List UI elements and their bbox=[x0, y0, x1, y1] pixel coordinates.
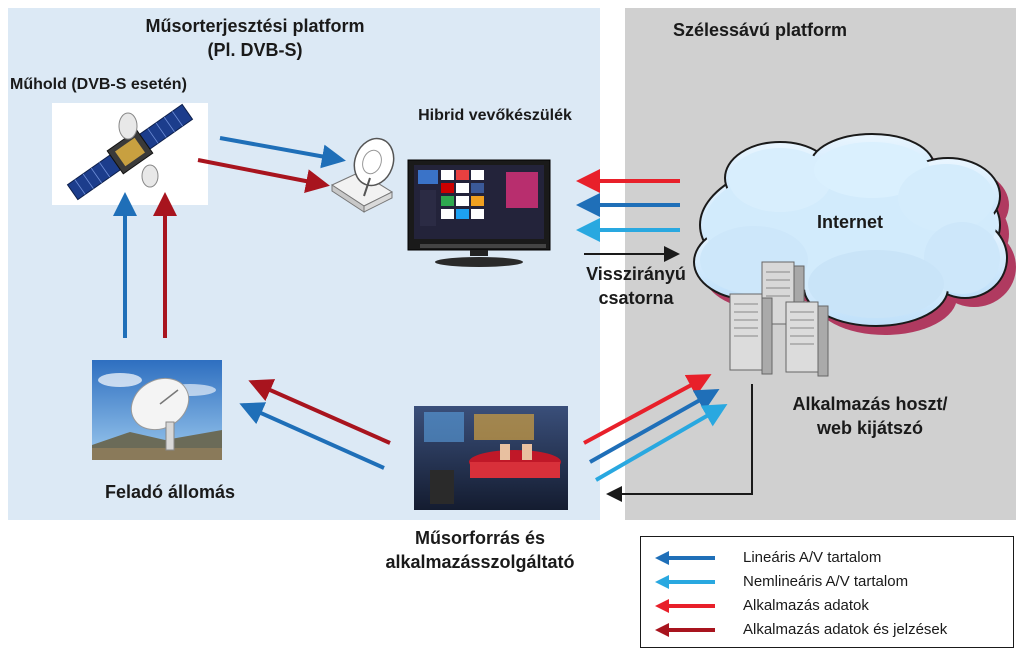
legend-item-app-signaling: Alkalmazás adatok és jelzések bbox=[641, 619, 1013, 641]
return-channel-line1: Visszirányú bbox=[586, 264, 686, 284]
return-channel-label: Visszirányú csatorna bbox=[566, 262, 706, 310]
internet-cloud bbox=[693, 133, 1016, 335]
legend-arrow-icon bbox=[655, 623, 715, 637]
app-host-line2: web kijátszó bbox=[816, 418, 924, 438]
source-label: Műsorforrás és alkalmazásszolgáltató bbox=[340, 526, 620, 574]
source-line2: alkalmazásszolgáltató bbox=[385, 552, 575, 572]
internet-label: Internet bbox=[816, 212, 883, 232]
app-server-image bbox=[729, 261, 829, 377]
legend-label: Nemlineáris A/V tartalom bbox=[743, 573, 909, 590]
source-line1: Műsorforrás és bbox=[414, 528, 546, 548]
legend-arrow-icon bbox=[655, 551, 715, 565]
broadband-platform-title: Szélessávú platform bbox=[672, 20, 848, 40]
satellite-image bbox=[52, 103, 208, 205]
hybrid-tv-image bbox=[407, 159, 551, 267]
satellite-label: Műhold (DVB-S esetén) bbox=[10, 76, 187, 93]
arrow-signaling-source-to-uplink bbox=[248, 379, 391, 445]
uplink-station-image bbox=[92, 360, 222, 460]
arrow-host-to-source bbox=[606, 384, 753, 502]
legend: Lineáris A/V tartalom Nemlineáris A/V ta… bbox=[640, 536, 1014, 648]
legend-label: Alkalmazás adatok és jelzések bbox=[743, 621, 948, 638]
legend-arrow-icon bbox=[655, 599, 715, 613]
legend-item-linear: Lineáris A/V tartalom bbox=[641, 547, 1013, 569]
arrow-nonlinear-source-to-host bbox=[594, 403, 728, 482]
legend-label: Lineáris A/V tartalom bbox=[743, 549, 882, 566]
broadcast-platform-title: Műsorterjesztési platform (Pl. DVB-S) bbox=[110, 14, 400, 62]
arrow-linear-source-to-uplink bbox=[239, 402, 385, 470]
legend-item-app-data: Alkalmazás adatok bbox=[641, 595, 1013, 617]
arrow-linear-source-to-host bbox=[589, 389, 720, 464]
arrow-app-source-to-host bbox=[583, 374, 712, 445]
app-host-line1: Alkalmazás hoszt/ bbox=[792, 394, 948, 414]
broadcast-title-line1: Műsorterjesztési platform bbox=[145, 16, 365, 36]
receiver-label: Hibrid vevőkészülék bbox=[418, 107, 572, 124]
app-host-label: Alkalmazás hoszt/ web kijátszó bbox=[770, 392, 970, 440]
studio-image bbox=[414, 406, 568, 510]
arrow-linear-satellite-to-receiver bbox=[219, 136, 346, 169]
broadcast-title-line2: (Pl. DVB-S) bbox=[207, 40, 303, 60]
receiver-dish-image bbox=[330, 137, 395, 213]
legend-label: Alkalmazás adatok bbox=[743, 597, 869, 614]
arrow-signaling-satellite-to-receiver bbox=[197, 158, 330, 193]
legend-item-nonlinear: Nemlineáris A/V tartalom bbox=[641, 571, 1013, 593]
uplink-station-label: Feladó állomás bbox=[104, 482, 236, 502]
return-channel-line2: csatorna bbox=[598, 288, 674, 308]
flow-arrows bbox=[113, 136, 753, 502]
legend-arrow-icon bbox=[655, 575, 715, 589]
